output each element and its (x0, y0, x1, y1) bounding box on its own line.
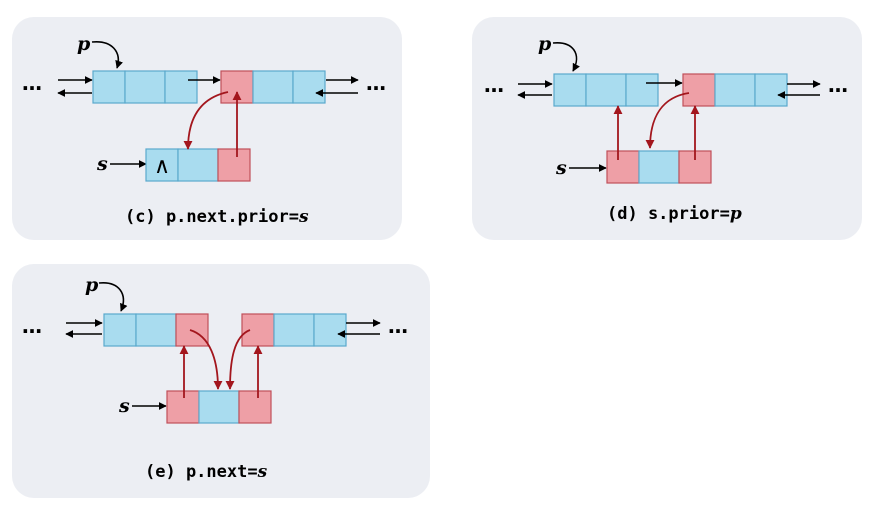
ellipsis-left: … (22, 71, 42, 95)
caption-c: (c) p.next.prior=s (125, 207, 309, 227)
panel-e: … p … s (e) p.next=s (12, 264, 430, 498)
arrow-p-next-to-s (189, 329, 223, 390)
pointer-p-label: p (538, 33, 552, 55)
pointer-p-arrow (98, 282, 128, 312)
node-p (553, 73, 659, 107)
node-s (166, 390, 272, 424)
pointer-p-label: p (77, 33, 91, 55)
null-symbol: ∧ (154, 154, 170, 179)
arrow-pnext-prior-to-s (645, 92, 690, 149)
ellipsis-left: … (484, 73, 504, 97)
panel-d: … p … s (d) s.prior=p (472, 17, 862, 240)
ellipsis-right: … (388, 314, 408, 338)
caption-d: (d) s.prior=p (607, 204, 742, 224)
ellipsis-left: … (22, 314, 42, 338)
node-p (92, 70, 198, 104)
node-s: ∧ (145, 148, 251, 182)
node-p-next (682, 73, 788, 107)
ellipsis-right: … (828, 73, 848, 97)
arrow-pnext-prior-to-s (183, 91, 229, 150)
arrow-pnext-prior-to-s (225, 329, 251, 390)
pointer-p-arrow (552, 42, 580, 72)
pointer-s-label: s (118, 395, 130, 417)
node-p-next (241, 313, 347, 347)
node-p-next (220, 70, 326, 104)
panel-c: … p … s ∧ (12, 17, 402, 240)
caption-e: (e) p.next=s (145, 462, 268, 482)
node-s (606, 150, 712, 184)
pointer-s-label: s (555, 157, 567, 179)
pointer-s-label: s (96, 153, 108, 175)
pointer-p-arrow (91, 41, 123, 69)
node-p (103, 313, 209, 347)
pointer-p-label: p (85, 274, 99, 296)
ellipsis-right: … (366, 71, 386, 95)
panel-d-background (472, 17, 862, 240)
